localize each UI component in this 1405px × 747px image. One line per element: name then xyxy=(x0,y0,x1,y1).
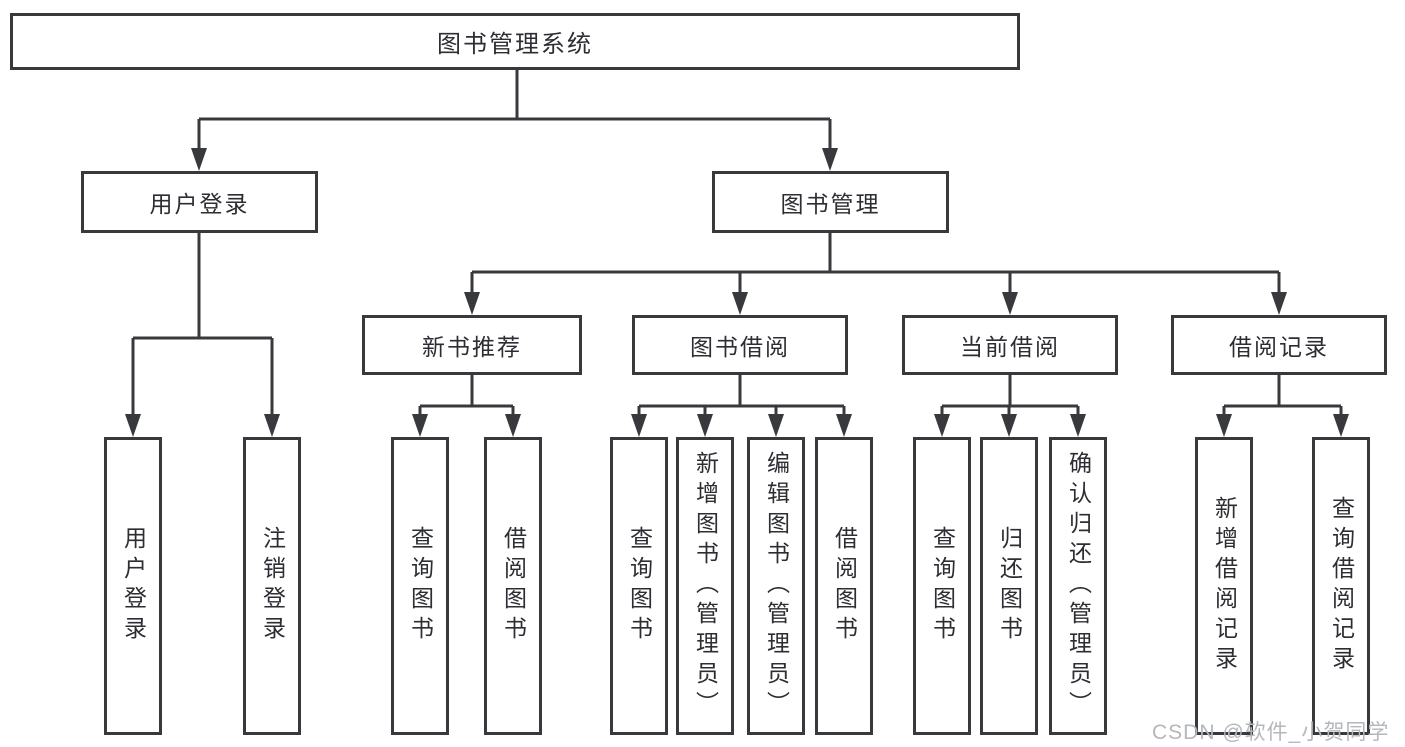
leaf-label: 注销登录 xyxy=(259,526,286,646)
leaf-add-borrow-record: 新增借阅记录 xyxy=(1195,437,1253,735)
node-new-book-recommend: 新书推荐 xyxy=(362,315,582,375)
node-root-library-system: 图书管理系统 xyxy=(10,13,1020,70)
leaf-label: 借阅图书 xyxy=(500,526,527,646)
leaf-query-books-recommend: 查询图书 xyxy=(391,437,449,735)
node-user-login: 用户登录 xyxy=(81,171,318,233)
leaf-borrow-books-recommend: 借阅图书 xyxy=(484,437,542,735)
leaf-add-books-admin: 新增图书（管理员） xyxy=(676,437,734,735)
node-book-borrow: 图书借阅 xyxy=(632,315,848,375)
node-book-management: 图书管理 xyxy=(712,171,949,233)
leaf-query-books-current: 查询图书 xyxy=(913,437,971,735)
leaf-label: 借阅图书 xyxy=(831,526,858,646)
leaf-label: 查询借阅记录 xyxy=(1328,496,1355,676)
leaf-logout: 注销登录 xyxy=(243,437,301,735)
leaf-return-books: 归还图书 xyxy=(980,437,1038,735)
node-borrow-records: 借阅记录 xyxy=(1171,315,1387,375)
leaf-query-borrow-record: 查询借阅记录 xyxy=(1312,437,1370,735)
leaf-label: 用户登录 xyxy=(120,526,147,646)
csdn-watermark: CSDN @软件_小贺同学 xyxy=(1152,721,1390,744)
arrowhead-icons xyxy=(125,148,1349,437)
leaf-borrow-books: 借阅图书 xyxy=(815,437,873,735)
leaf-label: 查询图书 xyxy=(407,526,434,646)
leaf-label: 新增借阅记录 xyxy=(1211,496,1238,676)
leaf-edit-books-admin: 编辑图书（管理员） xyxy=(747,437,805,735)
leaf-label: 编辑图书（管理员） xyxy=(763,451,790,721)
leaf-user-login: 用户登录 xyxy=(104,437,162,735)
node-current-borrow: 当前借阅 xyxy=(902,315,1118,375)
leaf-label: 查询图书 xyxy=(929,526,956,646)
leaf-label: 新增图书（管理员） xyxy=(692,451,719,721)
leaf-query-books-borrow: 查询图书 xyxy=(610,437,668,735)
leaf-confirm-return-admin: 确认归还（管理员） xyxy=(1049,437,1107,735)
leaf-label: 查询图书 xyxy=(626,526,653,646)
leaf-label: 归还图书 xyxy=(996,526,1023,646)
leaf-label: 确认归还（管理员） xyxy=(1065,451,1092,721)
